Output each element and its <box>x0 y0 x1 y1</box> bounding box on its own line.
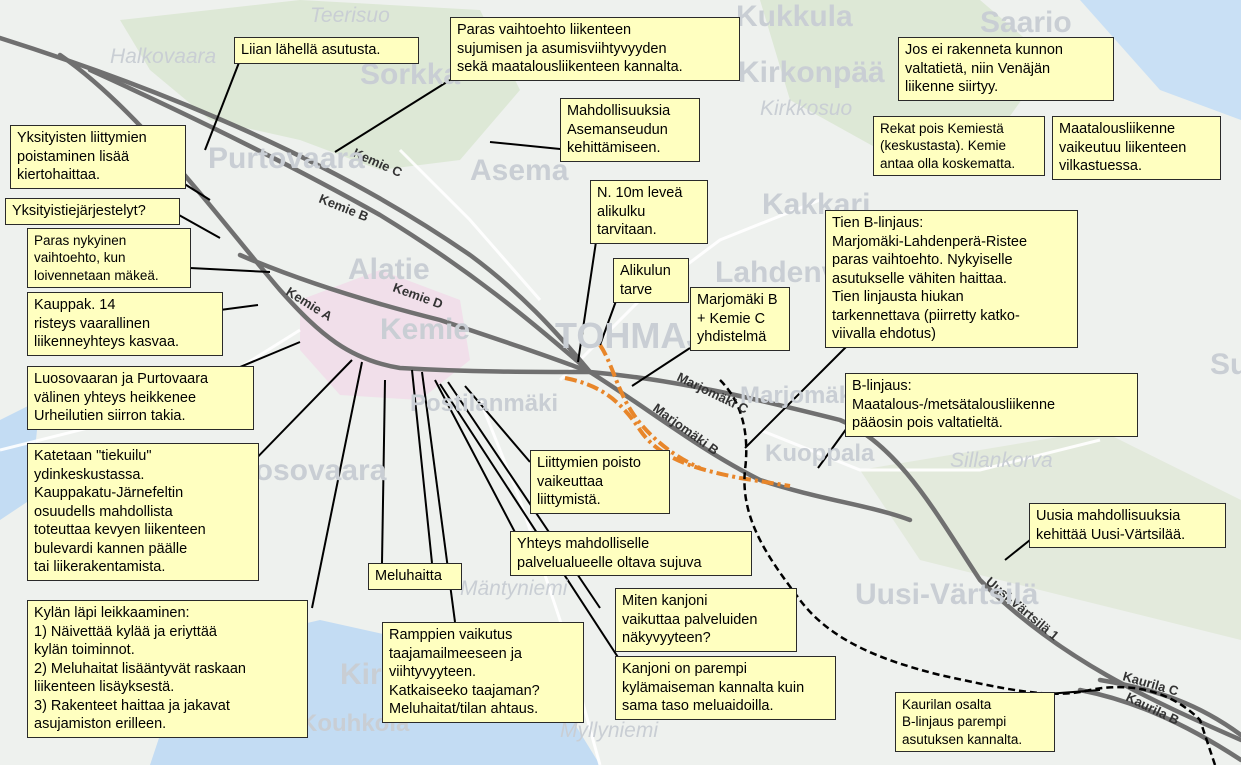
place-sillankorva: Sillankorva <box>950 449 1053 472</box>
place-teerisuo: Teerisuo <box>310 4 390 27</box>
place-myllyniemi: Myllyniemi <box>560 719 659 742</box>
note-uusi-vartsila: Uusia mahdollisuuksia kehittää Uusi-Värt… <box>1029 503 1226 549</box>
note-asemanseutu: Mahdollisuuksia Asemanseudun kehittämise… <box>560 98 700 162</box>
proposed-alignment <box>564 376 791 488</box>
note-ramppien-vaikutus: Ramppien vaikutus taajamailmeeseen ja vi… <box>382 622 584 723</box>
place-asema: Asema <box>470 154 569 187</box>
note-yksityistiejarjestelyt: Yksityistiejärjestelyt? <box>5 198 180 225</box>
note-marjomaki-b-kemie-c: Marjomäki B + Kemie C yhdistelmä <box>690 287 790 351</box>
note-yksityiset-liittymat: Yksityisten liittymien poistaminen lisää… <box>10 125 186 189</box>
place-kemie: Kemie <box>380 313 471 346</box>
place-purtovaara: Purtovaara <box>208 142 365 175</box>
road-kemie-d <box>237 252 593 375</box>
field-area <box>120 0 520 170</box>
note-alikulku-10m: N. 10m leveä alikulku tarvitaan. <box>590 180 708 244</box>
place-kirkkosuo: Kirkkosuo <box>760 97 853 120</box>
road-kaurila-c <box>1097 677 1241 738</box>
note-paras-vaihtoehto: Paras vaihtoehto liikenteen sujumisen ja… <box>450 17 740 81</box>
place-kukkula: Kukkula <box>736 0 853 33</box>
place-saario: Saario <box>980 6 1072 39</box>
place-kuoppala: Kuoppala <box>765 440 875 467</box>
note-luosovaara-purtovaara: Luosovaaran ja Purtovaara välinen yhteys… <box>27 366 254 430</box>
note-b-linjaus-maatalous: B-linjaus: Maatalous-/metsätalousliikenn… <box>845 373 1138 437</box>
note-kanjoni-parempi: Kanjoni on parempi kylämaiseman kannalta… <box>615 656 836 720</box>
place-kirkonpaa: Kirkonpää <box>738 56 885 89</box>
road-kemie-c <box>0 35 593 375</box>
place-suo: Su <box>1210 348 1241 381</box>
place-uusi-vartsila: Uusi-Värtsilä <box>855 578 1039 611</box>
note-liittymien-poisto: Liittymien poisto vaikeuttaa liittymistä… <box>530 450 670 514</box>
note-tiekuilu: Katetaan "tiekuilu" ydinkeskustassa. Kau… <box>27 443 259 581</box>
alternative-route-dashed <box>719 379 1217 765</box>
note-palvelualue: Yhteys mahdolliselle palvelualueelle olt… <box>510 531 752 577</box>
note-liian-lahella: Liian lähellä asutusta. <box>234 37 419 64</box>
place-postilanmaki: Postilanmäki <box>410 390 559 417</box>
note-maatalousliikenne: Maatalousliikenne vaikeutuu liikenteen v… <box>1052 116 1221 180</box>
note-rekat-pois: Rekat pois Kemiestä (keskustasta). Kemie… <box>873 116 1045 176</box>
place-sorkka: Sorkka <box>360 58 461 91</box>
note-kauppak-14: Kauppak. 14 risteys vaarallinen liikenne… <box>27 292 223 356</box>
note-venajan-liikenne: Jos ei rakenneta kunnon valtatietä, niin… <box>898 37 1114 101</box>
road-kemie-b <box>87 67 593 375</box>
leader-lines <box>169 59 1101 706</box>
place-alatie: Alatie <box>348 253 430 286</box>
road-marjomaki-b <box>587 369 913 523</box>
note-meluhaitta: Meluhaitta <box>368 563 462 590</box>
note-kylan-lapi: Kylän läpi leikkaaminen: 1) Näivettää ky… <box>27 600 308 738</box>
place-mantyniemi: Mäntyniemi <box>460 577 568 600</box>
note-paras-nykyinen: Paras nykyinen vaihtoehto, kun loivennet… <box>27 228 191 288</box>
place-halkovaara: Halkovaara <box>110 45 217 68</box>
note-tien-b-linjaus: Tien B-linjaus: Marjomäki-Lahdenperä-Ris… <box>825 210 1078 348</box>
place-marjomaki: Marjomäki <box>740 382 859 409</box>
note-kanjoni-nakyvyys: Miten kanjoni vaikuttaa palveluiden näky… <box>615 588 797 652</box>
road-kaurila-b <box>1077 687 1241 763</box>
note-kaurila: Kaurilan osalta B-linjaus parempi asutuk… <box>895 692 1055 752</box>
note-alikulun-tarve: Alikulun tarve <box>613 258 689 304</box>
lake <box>1080 0 1241 120</box>
